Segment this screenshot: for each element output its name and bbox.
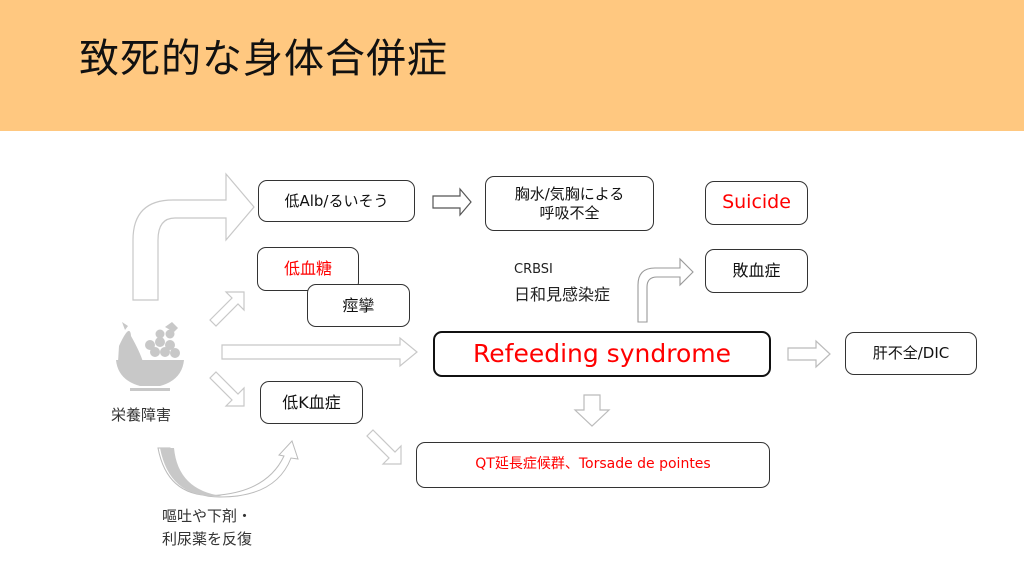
fruit-bowl-icon <box>116 322 184 391</box>
diagonal-arrow-up-right <box>209 291 245 327</box>
title-banner: 致死的な身体合併症 <box>0 0 1024 131</box>
node-liver-failure: 肝不全/DIC <box>845 332 977 375</box>
node-hypoglycemia: 低血糖 <box>257 247 359 291</box>
infection-label-1: CRBSI <box>514 262 553 277</box>
node-hypoalbumin: 低Alb/るいそう <box>258 180 415 222</box>
curved-arrow-cycle-fill <box>160 448 222 497</box>
source-label: 栄養障害 <box>111 406 172 424</box>
arrow-right-small-1 <box>432 187 472 217</box>
arrow-right-small-2 <box>787 339 831 369</box>
curved-arrow-up-right <box>132 172 255 301</box>
bent-arrow-to-sepsis <box>637 257 694 323</box>
arrow-down <box>573 394 611 427</box>
node-refeeding-syndrome: Refeeding syndrome <box>433 331 771 377</box>
diagonal-arrow-down-right-2 <box>366 429 402 465</box>
slide-title: 致死的な身体合併症 <box>79 36 448 82</box>
node-hypokalemia: 低K血症 <box>260 381 363 424</box>
infection-label-2: 日和見感染症 <box>514 285 611 304</box>
arrow-right-long <box>221 336 418 368</box>
node-sepsis: 敗血症 <box>705 249 808 293</box>
vomit-label-2: 利尿薬を反復 <box>162 530 253 548</box>
vomit-label-1: 嘔吐や下剤・ <box>162 507 253 525</box>
diagonal-arrow-down-right <box>209 371 245 407</box>
node-qt-prolongation: QT延長症候群、Torsade de pointes <box>416 442 770 488</box>
node-seizure: 痙攣 <box>307 284 410 327</box>
node-respiratory-failure: 胸水/気胸による 呼吸不全 <box>485 176 654 231</box>
node-suicide: Suicide <box>705 181 808 225</box>
resp-line-1: 胸水/気胸による <box>514 184 625 203</box>
resp-line-2: 呼吸不全 <box>539 203 600 222</box>
